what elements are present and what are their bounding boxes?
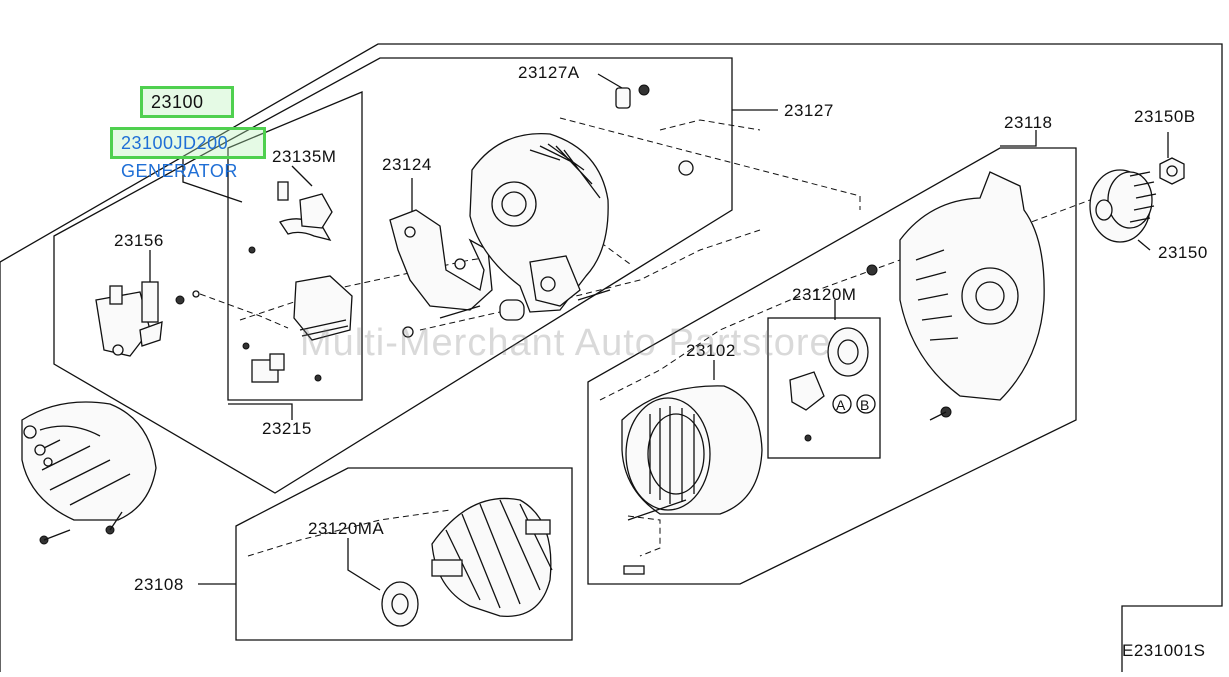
stator-part (621, 385, 763, 575)
label-23102: 23102 (686, 341, 736, 360)
label-23156: 23156 (114, 231, 164, 250)
rectifier-part (389, 209, 525, 338)
rear-bracket-part (866, 171, 1045, 421)
panel-rotor (235, 467, 573, 641)
assembly-code: 23100 (151, 92, 204, 112)
mark-a-circle (832, 394, 852, 414)
label-23215: 23215 (262, 419, 312, 438)
label-23150: 23150 (1158, 243, 1208, 262)
brush-holder-part (242, 181, 353, 383)
panel-23120m (767, 317, 881, 459)
bearing-part: A B (789, 327, 876, 442)
label-23118: 23118 (1004, 113, 1053, 132)
label-23108: 23108 (134, 575, 184, 594)
front-housing-part (469, 84, 694, 313)
label-23135m: 23135M (272, 147, 336, 166)
part-number-link[interactable]: 23100JD200 (121, 133, 229, 153)
label-23120ma: 23120MA (308, 519, 384, 538)
rotor-part (381, 497, 553, 627)
mark-b-label: B (860, 397, 870, 413)
panel-right (587, 147, 1077, 585)
mark-a-label: A (836, 397, 846, 413)
panel-upper (53, 57, 733, 494)
label-23120m: 23120M (792, 285, 856, 304)
regulator-part (95, 281, 200, 357)
panel-23135m (227, 91, 363, 401)
outer-frame (0, 43, 1223, 672)
label-23150b: 23150B (1134, 107, 1196, 126)
label-23127a: 23127A (518, 63, 580, 82)
label-23124: 23124 (382, 155, 432, 174)
part-name-label: GENERATOR (121, 161, 238, 181)
mark-b-circle (856, 394, 876, 414)
rear-cover-part (21, 401, 157, 545)
watermark: Multi-Merchant Auto Partstore (300, 322, 832, 364)
label-23127: 23127 (784, 101, 834, 120)
pulley-part (1089, 157, 1185, 243)
assembly-code-box[interactable]: 23100 (140, 86, 234, 118)
part-number-box[interactable]: 23100JD200 (110, 127, 266, 159)
figure-code: E231001S (1122, 641, 1205, 660)
